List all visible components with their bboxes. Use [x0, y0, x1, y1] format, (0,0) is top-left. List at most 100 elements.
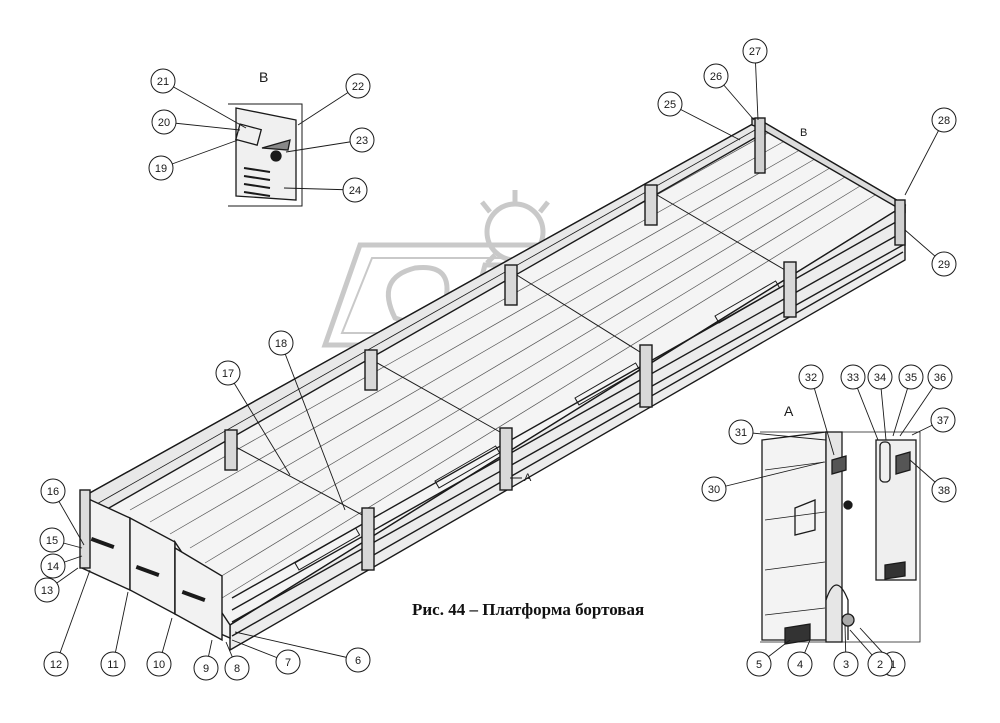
callout-circle-22 — [345, 73, 371, 99]
callout-number-29: 29 — [938, 259, 950, 271]
callout-circle-33 — [840, 364, 866, 390]
main-view-b-marker: В — [800, 127, 807, 139]
callout-34: 34 — [867, 364, 893, 390]
callout-17: 17 — [215, 360, 241, 386]
callout-circle-14 — [40, 553, 66, 579]
callout-circle-34 — [867, 364, 893, 390]
callout-circle-24 — [342, 177, 368, 203]
callout-number-8: 8 — [234, 663, 240, 675]
callout-number-11: 11 — [107, 659, 118, 671]
callout-circle-27 — [742, 38, 768, 64]
callout-circle-30 — [701, 476, 727, 502]
callout-26: 26 — [703, 63, 729, 89]
callout-circle-29 — [931, 251, 957, 277]
callout-37: 37 — [930, 407, 956, 433]
callout-circle-5 — [746, 651, 772, 677]
callout-number-3: 3 — [843, 659, 849, 671]
right-side-locks — [294, 280, 781, 571]
callout-number-34: 34 — [874, 372, 886, 384]
callout-circle-12 — [43, 651, 69, 677]
callout-number-13: 13 — [41, 585, 53, 597]
callout-number-30: 30 — [708, 484, 720, 496]
callout-number-26: 26 — [710, 71, 722, 83]
cross-ties — [231, 191, 786, 519]
callout-circle-18 — [268, 330, 294, 356]
callout-number-21: 21 — [157, 76, 169, 88]
callout-19: 19 — [148, 155, 174, 181]
callout-number-37: 37 — [937, 415, 949, 427]
callout-number-35: 35 — [905, 372, 917, 384]
leader-line-19 — [160, 139, 239, 169]
rear-tailgate — [81, 494, 231, 642]
callout-12: 12 — [43, 651, 69, 677]
callout-38: 38 — [931, 477, 957, 503]
leader-line-28 — [904, 119, 945, 196]
floor-planks — [109, 128, 881, 599]
leader-line-32 — [810, 376, 835, 456]
leader-line-18 — [280, 342, 346, 511]
callout-number-18: 18 — [275, 338, 287, 350]
callout-number-4: 4 — [797, 659, 803, 671]
callout-16: 16 — [40, 478, 66, 504]
callout-number-27: 27 — [749, 46, 761, 58]
callout-number-15: 15 — [46, 535, 58, 547]
callout-4: 4 — [787, 651, 813, 677]
callout-number-16: 16 — [47, 486, 59, 498]
callout-circle-3 — [833, 651, 859, 677]
callout-circle-2 — [867, 651, 893, 677]
callout-number-38: 38 — [938, 485, 950, 497]
callout-circle-26 — [703, 63, 729, 89]
callout-number-32: 32 — [805, 372, 817, 384]
callout-number-6: 6 — [355, 655, 361, 667]
callout-11: 11 — [100, 651, 126, 677]
callout-circle-8 — [224, 655, 250, 681]
callout-number-25: 25 — [664, 99, 676, 111]
callout-22: 22 — [345, 73, 371, 99]
callout-number-12: 12 — [50, 659, 62, 671]
detail-view-b-label: В — [259, 69, 268, 85]
callout-circle-23 — [349, 127, 375, 153]
callout-circle-25 — [657, 91, 683, 117]
tailgate-handles — [90, 537, 206, 602]
callout-number-2: 2 — [877, 659, 883, 671]
leader-line-20 — [163, 121, 241, 131]
leader-line-23 — [285, 139, 363, 153]
callout-circle-11 — [100, 651, 126, 677]
callout-number-19: 19 — [155, 163, 167, 175]
callout-8: 8 — [224, 655, 250, 681]
callout-number-17: 17 — [222, 368, 234, 380]
callout-number-28: 28 — [938, 115, 950, 127]
callout-25: 25 — [657, 91, 683, 117]
callout-13: 13 — [34, 577, 60, 603]
detail-view-a — [760, 431, 921, 645]
callout-circle-28 — [931, 107, 957, 133]
callout-number-5: 5 — [756, 659, 762, 671]
main-view-a-marker: A — [524, 472, 532, 484]
left-side-stakes — [224, 184, 658, 471]
callout-circle-20 — [151, 109, 177, 135]
callout-number-22: 22 — [352, 81, 364, 93]
callout-circle-6 — [345, 647, 371, 673]
callout-circle-7 — [275, 649, 301, 675]
detail-view-a-label: А — [784, 403, 794, 419]
callout-number-9: 9 — [203, 663, 209, 675]
callout-circle-36 — [927, 364, 953, 390]
callout-circle-21 — [150, 68, 176, 94]
callout-circle-19 — [148, 155, 174, 181]
callout-3: 3 — [833, 651, 859, 677]
callout-24: 24 — [342, 177, 368, 203]
callout-14: 14 — [40, 553, 66, 579]
leader-line-25 — [669, 103, 741, 141]
callout-number-24: 24 — [349, 185, 361, 197]
leader-line-6 — [234, 631, 359, 661]
callout-number-1: 1 — [890, 659, 896, 671]
callout-18: 18 — [268, 330, 294, 356]
callout-number-10: 10 — [153, 659, 165, 671]
right-side-stakes — [361, 261, 797, 571]
callout-circle-38 — [931, 477, 957, 503]
callout-2: 2 — [867, 651, 893, 677]
callout-20: 20 — [151, 109, 177, 135]
callout-31: 31 — [728, 419, 754, 445]
